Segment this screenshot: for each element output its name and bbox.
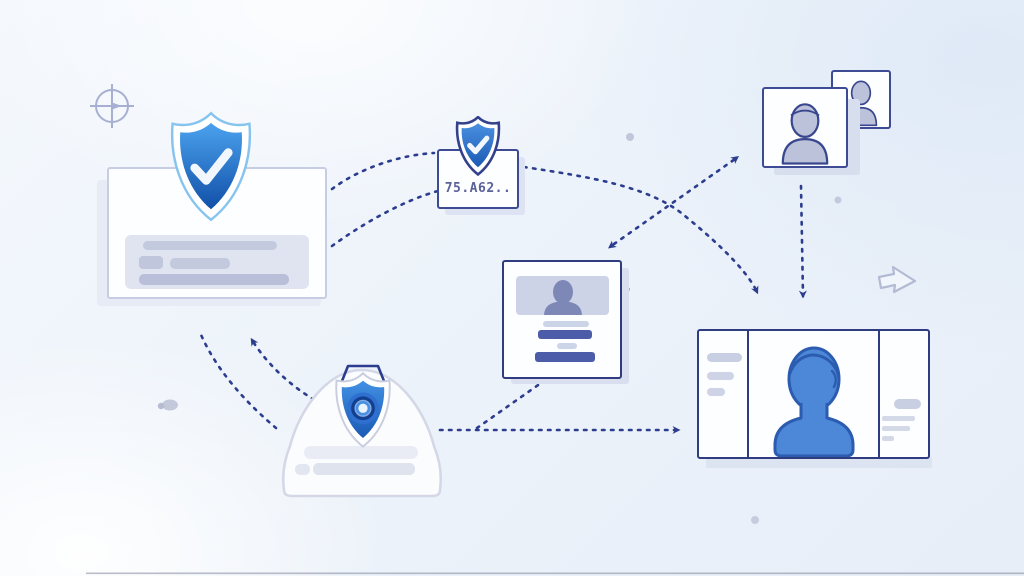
placeholder-bar	[139, 274, 289, 285]
id-photo-area	[516, 276, 609, 315]
dome-handle	[338, 364, 388, 388]
placeholder-bar	[707, 353, 742, 362]
placeholder-bar	[543, 321, 589, 327]
placeholder-bar	[557, 343, 577, 349]
arrowhead-into-photocards	[730, 156, 739, 164]
dome-slot-bar	[304, 446, 418, 459]
arrow-document-to-badge-lower	[330, 189, 440, 248]
cursor-arrow-icon	[877, 265, 917, 294]
placeholder-chip	[139, 256, 163, 269]
placeholder-line	[882, 416, 915, 421]
dot-blob-small	[157, 402, 165, 410]
placeholder-bar	[143, 241, 277, 250]
photo-card-front	[762, 87, 848, 168]
user-avatar-icon	[773, 346, 854, 457]
arrow-badge-to-verification-card	[522, 165, 759, 295]
shield-camera-lens-icon	[335, 371, 391, 448]
placeholder-line	[882, 436, 894, 441]
dot	[834, 196, 842, 204]
verification-card-face	[697, 329, 930, 459]
verification-right-panel	[878, 331, 928, 457]
shield-check-icon	[455, 116, 501, 176]
placeholder-bar-dark	[538, 330, 592, 339]
dome-slot-nub	[295, 464, 310, 475]
placeholder-bar	[707, 372, 734, 380]
verification-photo-panel	[749, 331, 878, 457]
placeholder-bar-dark	[535, 352, 595, 362]
arrow-photocards-to-verification-card	[798, 184, 807, 299]
decor-dots	[157, 133, 842, 524]
arrowhead-into-idcard	[608, 240, 617, 249]
crosshair-icon	[90, 84, 134, 128]
arrow-dome-to-document-parallel	[197, 328, 278, 430]
camera-dome-device	[282, 364, 442, 498]
placeholder-line	[882, 426, 910, 431]
dot	[626, 133, 634, 141]
placeholder-pill	[894, 399, 921, 409]
verification-left-panel	[699, 331, 749, 457]
dome-slot-bar	[313, 463, 415, 475]
user-silhouette-icon	[544, 280, 582, 315]
dot-blob	[162, 399, 178, 411]
arrow-dome-to-idcard	[475, 381, 543, 430]
badge-value: 75.A62..	[444, 181, 512, 196]
placeholder-bar	[170, 258, 230, 269]
shield-check-icon	[170, 111, 252, 222]
arrow-idcard-to-photocards	[612, 157, 737, 246]
verification-card-shadow	[706, 457, 932, 468]
placeholder-bar	[707, 388, 725, 396]
bottom-edge-line	[86, 572, 1024, 575]
dot	[751, 516, 759, 524]
arrow-document-to-badge-upper	[330, 151, 436, 191]
user-photo-icon	[781, 103, 829, 165]
